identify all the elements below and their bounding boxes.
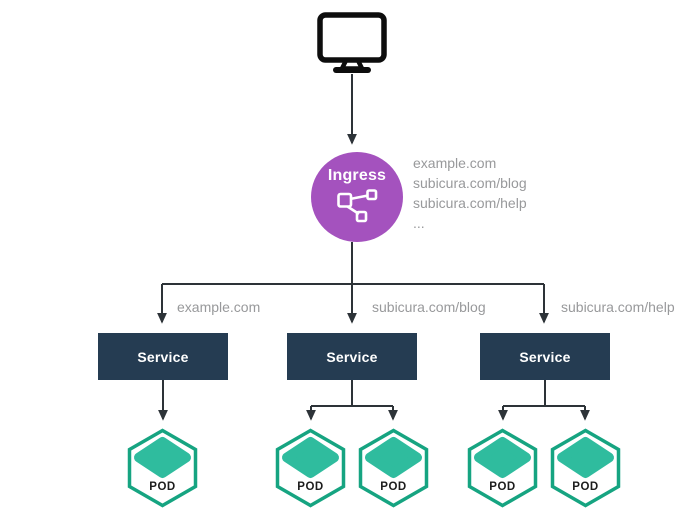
pod-label: POD xyxy=(380,481,407,493)
network-nodes-icon xyxy=(336,187,378,228)
service-node-example: Service xyxy=(98,333,228,380)
service-node-help: Service xyxy=(480,333,610,380)
pod-node: POD xyxy=(274,428,347,508)
service-label: Service xyxy=(519,348,571,365)
pod-node: POD xyxy=(126,428,199,508)
monitor-icon xyxy=(316,11,388,74)
branch-route-label-blog: subicura.com/blog xyxy=(372,299,486,315)
hexagon-pod-icon xyxy=(275,428,346,508)
service-label: Service xyxy=(137,348,189,365)
hexagon-pod-icon xyxy=(550,428,621,508)
ingress-route-item: subicura.com/help xyxy=(413,195,527,211)
ingress-node: Ingress xyxy=(311,152,403,242)
hexagon-pod-icon xyxy=(127,428,198,508)
hexagon-pod-icon xyxy=(358,428,429,508)
ingress-routes-list: example.com subicura.com/blog subicura.c… xyxy=(413,153,527,233)
pod-node: POD xyxy=(357,428,430,508)
service-label: Service xyxy=(326,348,378,365)
ingress-route-item: example.com xyxy=(413,155,497,171)
branch-route-label-help: subicura.com/help xyxy=(561,299,675,315)
branch-route-label-example: example.com xyxy=(177,299,261,315)
ingress-route-item: subicura.com/blog xyxy=(413,175,527,191)
pod-node: POD xyxy=(466,428,539,508)
pod-label: POD xyxy=(572,481,599,493)
pod-label: POD xyxy=(489,481,516,493)
ingress-route-item: ... xyxy=(413,215,425,231)
hexagon-pod-icon xyxy=(467,428,538,508)
pod-label: POD xyxy=(297,481,324,493)
ingress-label: Ingress xyxy=(327,166,387,184)
pod-node: POD xyxy=(549,428,622,508)
service-node-blog: Service xyxy=(287,333,417,380)
pod-label: POD xyxy=(149,481,176,493)
